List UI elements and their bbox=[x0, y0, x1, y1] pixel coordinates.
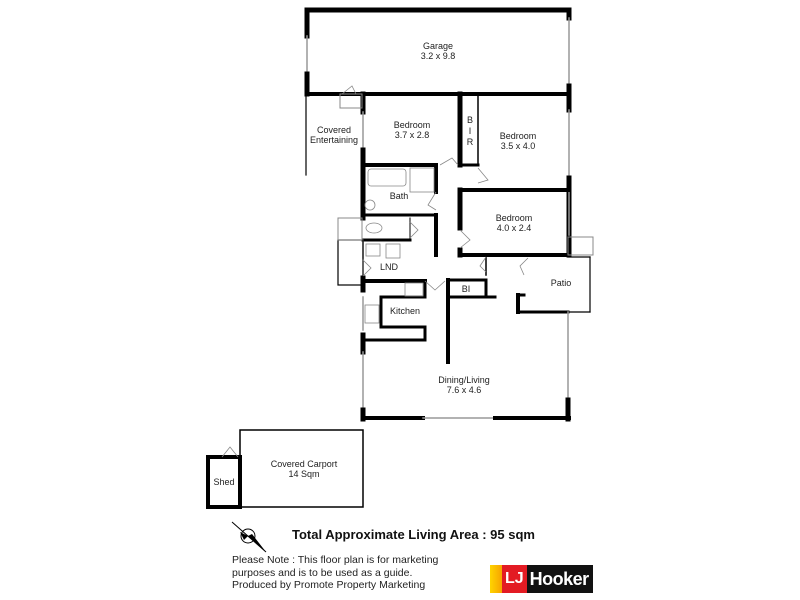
fixtures bbox=[221, 85, 529, 458]
logo-name: Hooker bbox=[529, 568, 590, 589]
bi-label: BI bbox=[462, 284, 471, 294]
total-living-area: Total Approximate Living Area : 95 sqm bbox=[292, 527, 535, 542]
covered-entertaining-label: Covered bbox=[317, 125, 351, 135]
lj-hooker-logo: LJ Hooker bbox=[490, 565, 593, 593]
dining-living-label: Dining/Living bbox=[438, 375, 490, 385]
north-arrow-icon bbox=[231, 521, 267, 553]
logo-stripe bbox=[490, 565, 502, 593]
shed-label: Shed bbox=[213, 477, 234, 487]
note-line-3: Produced by Promote Property Marketing bbox=[232, 579, 426, 591]
bedroom3-size: 4.0 x 2.4 bbox=[497, 223, 532, 233]
bedroom1-size: 3.7 x 2.8 bbox=[395, 130, 430, 140]
kitchen-label: Kitchen bbox=[390, 306, 420, 316]
carport-label: Covered Carport bbox=[271, 459, 338, 469]
garage-size: 3.2 x 9.8 bbox=[421, 51, 456, 61]
patio-label: Patio bbox=[551, 278, 572, 288]
bath-label: Bath bbox=[390, 191, 409, 201]
note-line-1: Please Note : This floor plan is for mar… bbox=[232, 554, 439, 566]
bedroom1-label: Bedroom bbox=[394, 120, 431, 130]
walls bbox=[206, 7, 594, 509]
dining-living-size: 7.6 x 4.6 bbox=[447, 385, 482, 395]
bedroom3-label: Bedroom bbox=[496, 213, 533, 223]
carport-size: 14 Sqm bbox=[288, 469, 319, 479]
bedroom2-size: 3.5 x 4.0 bbox=[501, 141, 536, 151]
garage-label: Garage bbox=[423, 41, 453, 51]
bedroom2-label: Bedroom bbox=[500, 131, 537, 141]
covered-entertaining-label-2: Entertaining bbox=[310, 135, 358, 145]
disclaimer-note: Please Note : This floor plan is for mar… bbox=[232, 554, 438, 592]
note-line-2: purposes and is to be used as a guide. bbox=[232, 566, 413, 579]
logo-mark: LJ bbox=[502, 565, 527, 593]
bir-letter-b: B bbox=[467, 115, 473, 125]
lnd-label: LND bbox=[380, 262, 399, 272]
bir-letter-i: I bbox=[469, 126, 472, 136]
bir-letter-r: R bbox=[467, 137, 474, 147]
